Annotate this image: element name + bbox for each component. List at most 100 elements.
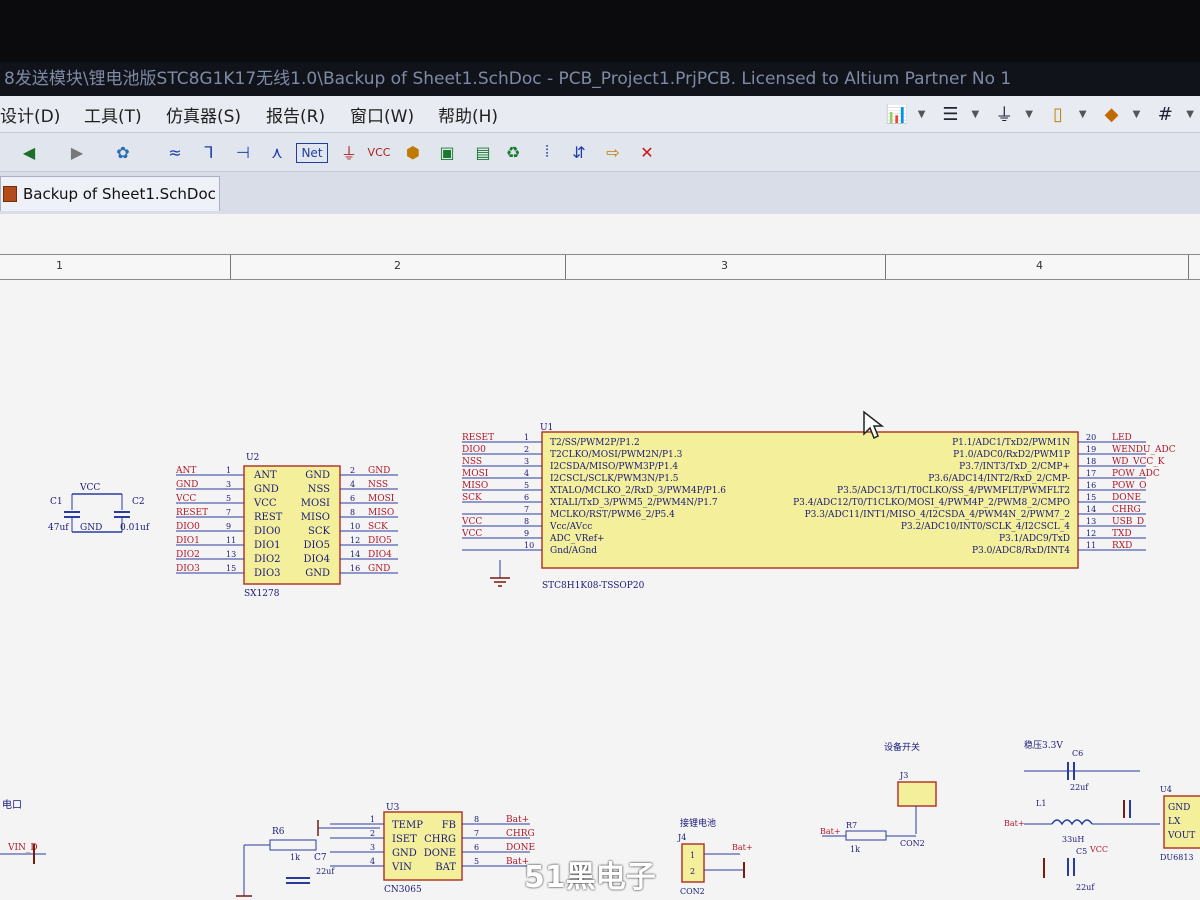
pin-number: 13 <box>226 550 236 559</box>
port-icon[interactable]: ⇨ <box>606 142 620 162</box>
pin-number: 8 <box>524 517 529 526</box>
pin-number: 7 <box>226 508 231 517</box>
pin-name: P3.7/INT3/TxD_2/CMP+ <box>959 462 1070 472</box>
pin-number: 16 <box>1086 481 1096 490</box>
menu-simulator[interactable]: 仿真器(S) <box>166 107 242 127</box>
grid-icon[interactable]: # <box>1157 103 1173 125</box>
r6-ref: R6 <box>272 827 285 837</box>
pin-number: 13 <box>1086 517 1096 526</box>
net-label: RXD <box>1112 541 1132 551</box>
right-toolbar: 📊 ▼ ☰ ▼ ⏚ ▼ ▯ ▼ ◆ ▼ # ▼ <box>882 98 1200 130</box>
vcc-power-button[interactable]: VCC <box>367 145 391 159</box>
net-label: DIO1 <box>176 536 200 546</box>
pin-name: BAT <box>435 862 456 873</box>
chevron-down-icon[interactable]: ▼ <box>971 108 980 120</box>
pin-number: 11 <box>226 536 236 545</box>
wire-icon[interactable]: ≈ <box>168 142 182 162</box>
net-label: RESET <box>176 508 208 518</box>
power-ground-icon[interactable]: ⏚ <box>995 105 1014 126</box>
net-label: RESET <box>462 433 494 443</box>
chevron-down-icon[interactable]: ▼ <box>1132 108 1141 120</box>
pin-name: MISO <box>301 512 330 523</box>
chevron-down-icon[interactable]: ▼ <box>1078 108 1087 120</box>
chevron-down-icon[interactable]: ▼ <box>1186 108 1194 120</box>
harness-entry-icon[interactable]: ⇵ <box>572 142 586 162</box>
bus-icon[interactable]: ⅂ <box>204 142 214 162</box>
net-label: SCK <box>462 493 482 503</box>
pin-name: XTALI/TxD_3/PWM5_2/PWM4N/P1.7 <box>550 498 718 508</box>
port-icon[interactable]: ◆ <box>1104 103 1119 125</box>
part-icon[interactable]: ⬢ <box>406 142 420 162</box>
menu-reports[interactable]: 报告(R) <box>266 107 326 127</box>
l1-value: 33uH <box>1062 835 1084 844</box>
net-label: VCC <box>461 517 482 527</box>
decoupling-capacitors[interactable]: VCC C1 C2 47uf GND 0.01uf <box>48 483 150 533</box>
back-icon[interactable]: ◀ <box>22 142 36 162</box>
j4-name: CON2 <box>680 887 705 896</box>
sheet-symbol-icon[interactable]: ▣ <box>439 142 455 162</box>
pin-name: P3.3/ADC11/INT1/MISO_4/I2CSDA_4/PWM4N_2/… <box>805 510 1070 520</box>
net-label: MOSI <box>368 494 395 504</box>
pin-name: DIO4 <box>303 554 330 565</box>
window-title: 8发送模块\锂电池版STC8G1K17无线1.0\Backup of Sheet… <box>4 69 1012 89</box>
pin-name: MCLKO/RST/PWM6_2/P5.4 <box>550 510 675 520</box>
sheet-entry-icon[interactable]: ▤ <box>475 142 491 162</box>
u2-name: SX1278 <box>244 589 280 599</box>
align-tool-icon[interactable]: ☰ <box>942 103 959 125</box>
pin-number: 4 <box>524 469 529 478</box>
menu-design[interactable]: 设计(D) <box>0 107 61 127</box>
pin-name: P3.0/ADC8/RxD/INT4 <box>972 546 1070 556</box>
regulator-title: 稳压3.3V <box>1024 739 1063 751</box>
pin-number: 12 <box>1086 529 1096 538</box>
pin-name: GND <box>392 848 417 859</box>
browse-icon[interactable]: ✿ <box>116 142 130 162</box>
pin-name: TEMP <box>392 820 423 831</box>
pin-number: 7 <box>524 505 529 514</box>
menu-window[interactable]: 窗口(W) <box>350 107 415 127</box>
net-label: MISO <box>462 481 488 491</box>
pin-name: GND <box>254 484 279 495</box>
pin-name: CHRG <box>424 834 456 845</box>
net-label: LED <box>1112 433 1132 443</box>
forward-icon[interactable]: ▶ <box>70 142 84 162</box>
bus-entry-icon[interactable]: ⊣ <box>236 142 250 162</box>
net-label: DIO4 <box>368 550 392 560</box>
device-sheet-icon[interactable]: ♻ <box>505 142 521 162</box>
chevron-down-icon[interactable]: ▼ <box>917 108 926 120</box>
pin-number: 5 <box>524 481 529 490</box>
menu-tools[interactable]: 工具(T) <box>84 107 142 127</box>
r7-ref: R7 <box>846 821 857 830</box>
net-label-button[interactable]: Net <box>296 143 328 163</box>
no-erc-icon[interactable]: ✕ <box>640 142 654 162</box>
pin-name: P1.1/ADC1/TxD2/PWM1N <box>952 438 1070 448</box>
pin-number: 7 <box>474 829 479 838</box>
chart-tool-icon[interactable]: 📊 <box>885 103 908 125</box>
pin-number: 15 <box>1086 493 1096 502</box>
pin-number: 12 <box>350 536 360 545</box>
pin-number: 15 <box>226 564 236 573</box>
mouse-cursor-icon <box>863 410 884 440</box>
chevron-down-icon[interactable]: ▼ <box>1025 108 1033 120</box>
net-label: Bat+ <box>506 857 529 867</box>
pin-name: I2CSCL/SCLK/PWM3N/P1.5 <box>550 474 679 484</box>
menu-help[interactable]: 帮助(H) <box>438 107 499 127</box>
pin-name: DIO3 <box>254 568 281 579</box>
ground-icon[interactable]: ⏚ <box>340 144 357 163</box>
wiring-toolbar: ◀ ▶ ✿ ≈ ⅂ ⊣ ⋏ Net ⏚ VCC ⬢ ▣ ▤ ♻ ⦙ ⇵ ⇨ ✕ <box>0 133 1200 172</box>
switch-title: 设备开关 <box>884 741 920 753</box>
pin-number: 2 <box>524 445 529 454</box>
pin-number: 18 <box>1086 457 1096 466</box>
net-label: DONE <box>506 843 535 853</box>
harness-connector-icon[interactable]: ⦙ <box>545 142 549 161</box>
harness-icon[interactable]: ⋏ <box>271 142 283 162</box>
tab-backup-sheet1[interactable]: Backup of Sheet1.SchDoc <box>0 176 220 211</box>
pin-number: 1 <box>524 433 529 442</box>
pin-number: 11 <box>1086 541 1096 550</box>
resistor-icon[interactable]: ▯ <box>1052 103 1063 125</box>
pin-number: 17 <box>1086 469 1096 478</box>
window-title-bar: 8发送模块\锂电池版STC8G1K17无线1.0\Backup of Sheet… <box>0 62 1200 96</box>
